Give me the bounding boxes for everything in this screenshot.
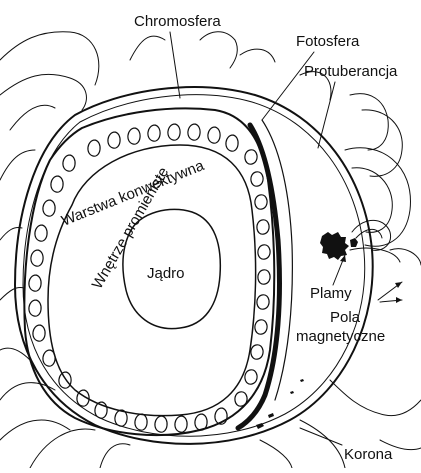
label-plamy: Plamy bbox=[310, 285, 352, 302]
label-fotosfera: Fotosfera bbox=[296, 33, 360, 50]
label-protuberancja: Protuberancja bbox=[304, 63, 398, 80]
leader-lines bbox=[170, 32, 402, 445]
label-pola: Pola bbox=[330, 309, 361, 326]
label-magnetyczne: magnetyczne bbox=[296, 328, 385, 345]
label-korona: Korona bbox=[344, 446, 393, 463]
label-chromosfera: Chromosfera bbox=[134, 13, 221, 30]
label-jadro: Jądro bbox=[147, 265, 185, 282]
photosphere-rim bbox=[238, 125, 279, 428]
